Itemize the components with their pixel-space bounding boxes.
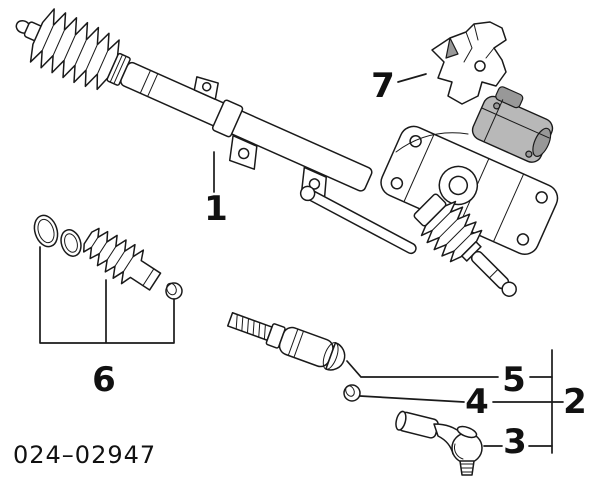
right-boot-and-shaft xyxy=(413,193,517,297)
rack-bar-joint xyxy=(299,185,316,202)
rack-tube xyxy=(120,61,373,192)
part-number: 024–02947 xyxy=(13,441,156,469)
callout-1: 1 xyxy=(204,189,228,229)
tab-hole xyxy=(201,81,212,92)
bolt-boss xyxy=(409,135,422,148)
leader-4 xyxy=(359,395,553,403)
bracket-hole xyxy=(474,60,486,72)
housing-lip xyxy=(456,425,478,439)
rack-bar xyxy=(299,185,417,255)
bolt-boss xyxy=(535,191,548,204)
right-bellows-boot xyxy=(420,200,483,263)
boot-rib-lines xyxy=(431,211,472,252)
bolt-boss xyxy=(516,233,530,246)
shaft-tip xyxy=(501,281,517,297)
inner-tie-rod xyxy=(226,311,346,371)
steering-rack-assembly xyxy=(15,8,373,200)
valve-port xyxy=(495,86,524,109)
bracket-shading xyxy=(445,37,459,59)
tie-rod-end xyxy=(395,410,483,476)
end-cap-detail xyxy=(166,282,177,296)
end-ring xyxy=(322,342,339,370)
shaft-groove xyxy=(488,268,499,279)
callout-5: 5 xyxy=(502,360,526,400)
boot-rib-lines xyxy=(42,25,109,74)
bracket-detail xyxy=(463,23,495,63)
housing-shade-line xyxy=(454,443,464,460)
valve-screw xyxy=(525,150,533,158)
leader-7 xyxy=(397,73,427,83)
leader-5 xyxy=(346,360,553,378)
valve-detail xyxy=(481,99,550,143)
stud-thread-hatch xyxy=(460,463,474,473)
pinion-bore xyxy=(448,175,469,196)
rod-grooves xyxy=(287,328,305,358)
callout-6: 6 xyxy=(92,360,116,400)
lock-washer xyxy=(343,384,361,402)
heat-shield-bracket xyxy=(431,21,507,105)
leader-6 xyxy=(39,246,175,344)
callout-3: 3 xyxy=(503,422,527,462)
valve-end-cap xyxy=(532,127,552,157)
tube-grooves xyxy=(139,69,159,98)
bolt-boss xyxy=(390,177,404,190)
rod-body xyxy=(278,326,334,368)
clamp-detail xyxy=(109,54,127,85)
hydraulic-pipe xyxy=(395,132,469,153)
leader-lines xyxy=(39,73,564,454)
kit-bellows-boot xyxy=(82,227,162,291)
ball-housing-end xyxy=(325,342,346,371)
callout-7: 7 xyxy=(371,66,395,106)
clamp-ring-large xyxy=(33,214,59,248)
tube-collar xyxy=(211,99,244,138)
boot-kit xyxy=(33,214,183,300)
clamp-ring-small xyxy=(60,229,82,257)
leader-2-bracket xyxy=(551,349,564,454)
socket-opening xyxy=(395,410,407,431)
callout-4: 4 xyxy=(465,382,489,422)
callout-2: 2 xyxy=(563,382,587,422)
valve-body xyxy=(471,86,554,163)
thread-hatch xyxy=(235,313,266,340)
gear-housing xyxy=(380,86,559,255)
lug-hole-left xyxy=(237,147,250,160)
